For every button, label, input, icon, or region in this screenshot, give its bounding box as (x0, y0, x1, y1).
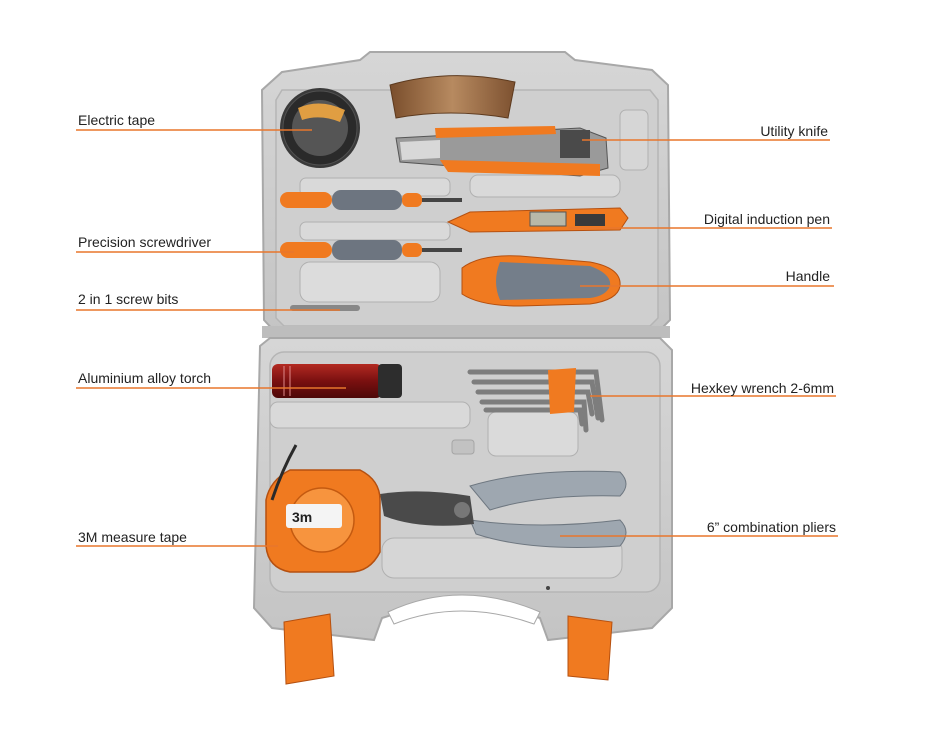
callout-electric-tape: Electric tape (78, 112, 156, 128)
combination-pliers (380, 470, 627, 548)
measure-tape (265, 444, 381, 573)
electric-tape-roll (280, 88, 360, 168)
precision-screwdriver-lower (280, 240, 462, 260)
utility-knife (395, 126, 609, 177)
callout-hexkey: Hexkey wrench 2-6mm (690, 380, 834, 396)
precision-screwdriver-upper (280, 190, 462, 210)
tape-marking: 3m (292, 509, 312, 525)
callout-measure-tape: 3M measure tape (78, 529, 187, 545)
latch-left[interactable] (283, 613, 335, 685)
callout-torch: Aluminium alloy torch (78, 370, 212, 386)
hexkey-wrench-set (467, 369, 605, 433)
latch-right[interactable] (567, 615, 613, 681)
screwdriver-handle (461, 255, 621, 307)
callout-precision-screwdriver: Precision screwdriver (78, 234, 212, 250)
hexkey-holder (548, 368, 576, 414)
leader-lines (76, 129, 838, 547)
callout-handle: Handle (785, 268, 830, 284)
callout-screw-bits: 2 in 1 screw bits (78, 291, 179, 307)
digital-induction-pen (446, 207, 629, 233)
callout-pliers: 6” combination pliers (706, 519, 836, 535)
callout-induction-pen: Digital induction pen (703, 211, 830, 227)
callout-utility-knife: Utility knife (760, 123, 828, 139)
aluminium-torch (272, 364, 402, 398)
case-hinge (262, 326, 670, 338)
